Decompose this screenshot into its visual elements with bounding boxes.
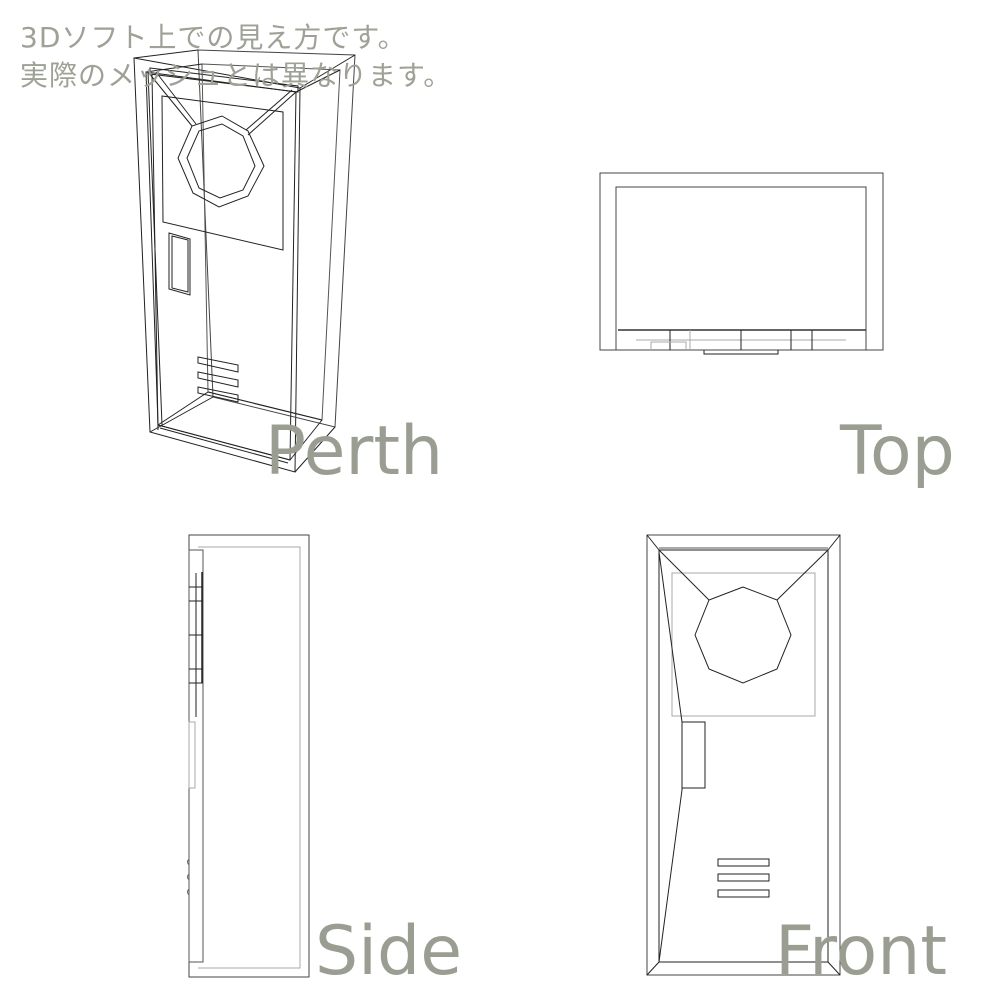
top-view [599, 172, 884, 355]
label-side: Side [315, 912, 463, 991]
note-line-2: 実際のメッシュとは異なります。 [20, 59, 453, 92]
perspective-view [133, 49, 356, 473]
side-view [187, 534, 310, 978]
label-front: Front [775, 912, 947, 991]
front-view [646, 534, 841, 976]
note-line-1: 3Dソフト上での見え方です。 [20, 21, 407, 54]
label-top: Top [840, 412, 955, 491]
label-perspective: Perth [265, 412, 444, 491]
